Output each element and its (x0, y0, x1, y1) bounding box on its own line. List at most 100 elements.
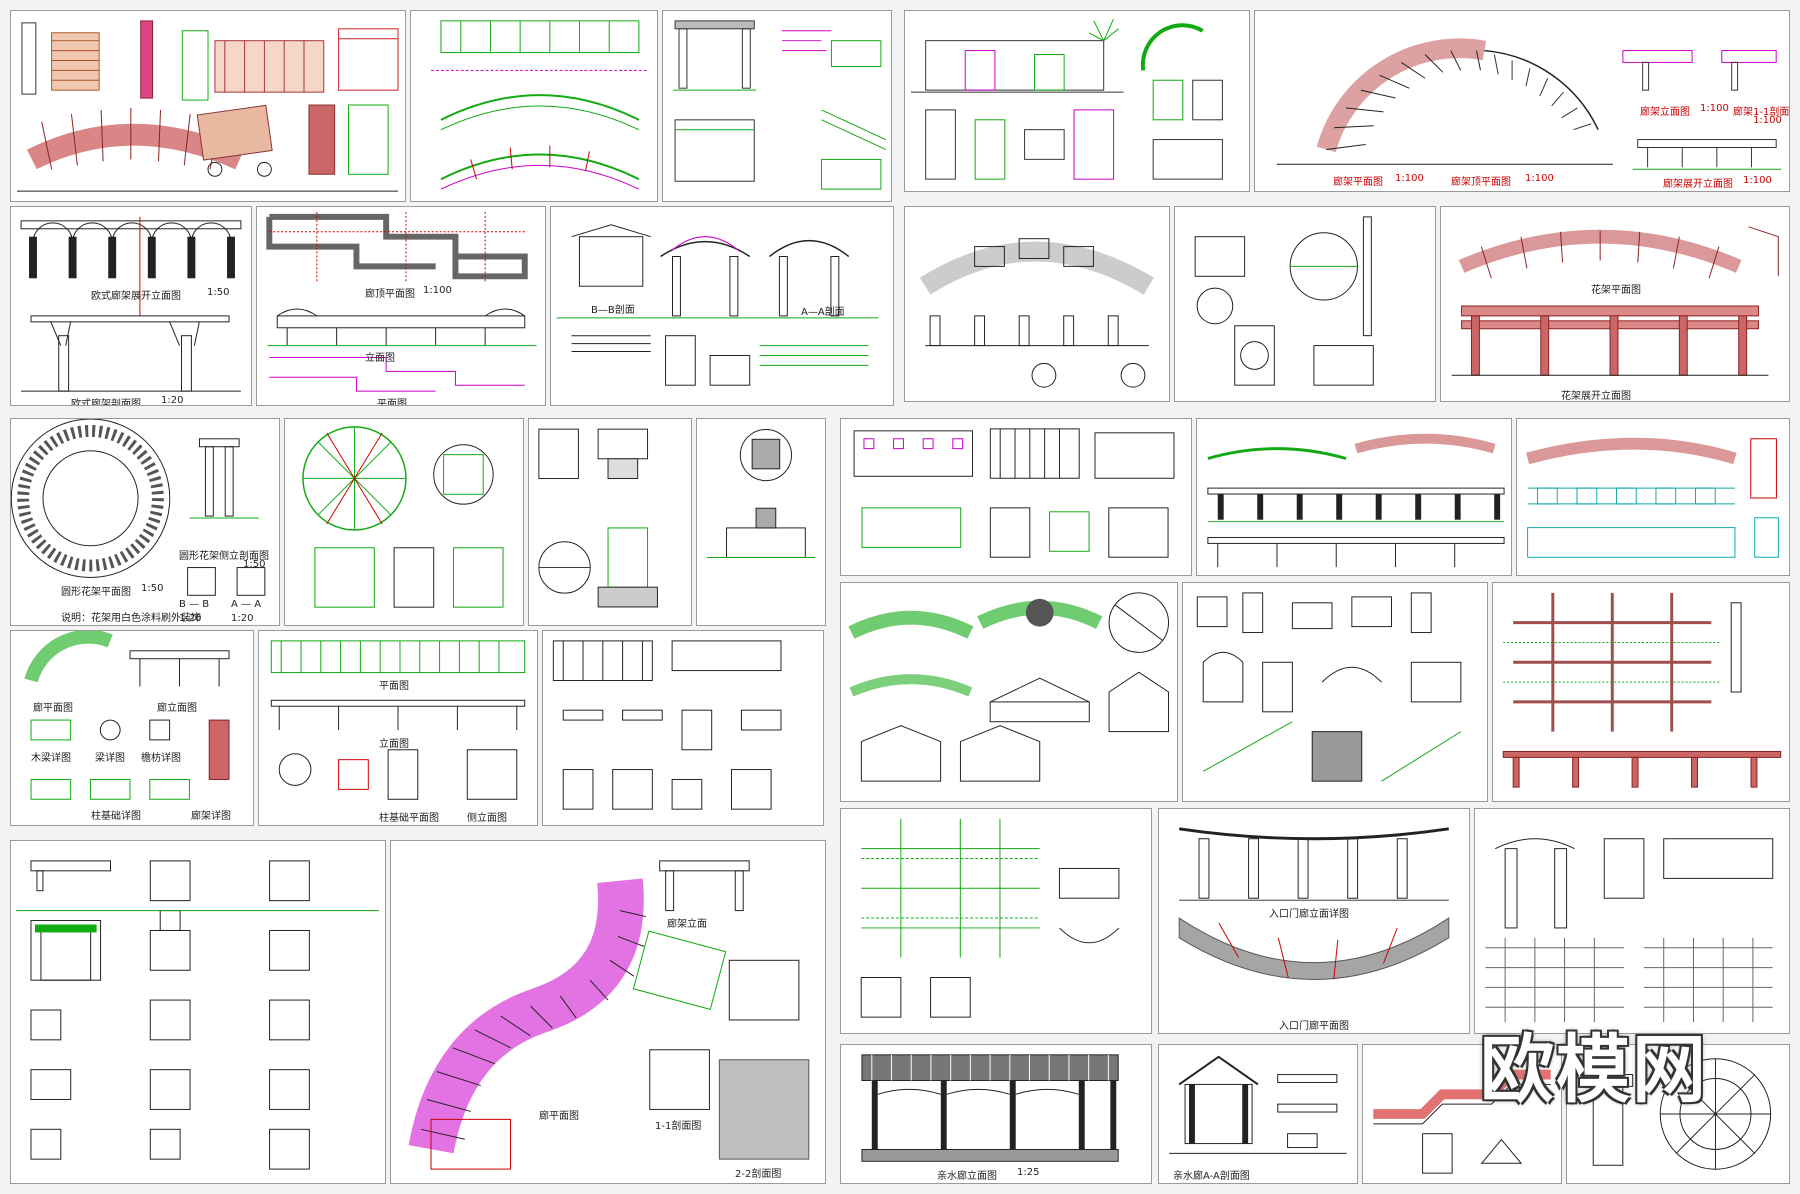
label-pergola-section-scale: 1:100 (1753, 115, 1782, 126)
drawing-sheet-3 (662, 10, 892, 202)
drawing-sheet-13 (284, 418, 524, 626)
drawing-sheet-17 (1196, 418, 1512, 576)
label-beam-detail: 梁详图 (95, 753, 125, 764)
label-section-b-scale: 1:20 (179, 613, 202, 624)
label-linear-pergola-plan: 平面图 (379, 681, 409, 692)
label-pergola-roof-plan-scale: 1:100 (1525, 173, 1554, 184)
label-corridor-roof-plan-scale: 1:100 (423, 285, 452, 296)
drawing-sheet-18 (1516, 418, 1790, 576)
label-pergola-plan: 廊架平面图 (1333, 177, 1383, 188)
pergola-section-drawing (17, 20, 399, 192)
label-section-b: B — B (179, 599, 210, 610)
watermark-logo: 欧模网 (1480, 1027, 1708, 1113)
drawing-sheet-5: 廊架平面图 1:100 廊架顶平面图 1:100 廊架立面图 1:100 廊架1… (1254, 10, 1790, 192)
label-s-curve-pergola-plan: 廊平面图 (539, 1111, 579, 1122)
drawing-sheet-27 (1474, 808, 1790, 1034)
label-corridor-plan: 平面图 (377, 399, 407, 406)
drawing-sheet-20 (1182, 582, 1488, 802)
zigzag-corridor-plan-drawing (1373, 1069, 1551, 1174)
drawing-sheet-28 (10, 840, 386, 1184)
s-curve-pergola-plan-drawing (408, 860, 810, 1170)
drawing-sheet-26: 入口门廊立面详图 入口门廊平面图 (1158, 808, 1470, 1034)
drawing-sheet-16 (840, 418, 1192, 576)
drawing-sheet-8: B—B剖面 A—A剖面 (550, 206, 894, 406)
foundation-detail-drawing (538, 428, 658, 608)
drawing-sheet-1 (10, 10, 406, 202)
label-waterside-corridor-elevation: 亲水廊立面图 (937, 1171, 997, 1182)
entrance-gate-elevation-drawing (910, 18, 1223, 180)
label-european-pergola-section-scale: 1:20 (161, 395, 184, 406)
drawing-sheet-6: 欧式廊架展开立面图 1:50 欧式廊架剖面图 1:20 (10, 206, 252, 406)
label-corridor-roof-plan: 廊顶平面图 (365, 289, 415, 300)
label-pergola-elevation-scale: 1:100 (1700, 103, 1729, 114)
label-column-foundation-plan: 柱基础平面图 (379, 813, 439, 824)
label-circular-pergola-section-scale: 1:50 (243, 559, 266, 570)
label-circular-pergola-plan-scale: 1:50 (141, 583, 164, 594)
label-flower-pergola-elevation: 花架展开立面图 (1561, 391, 1631, 402)
linear-pergola-plan-drawing (270, 640, 526, 800)
drawing-sheet-31: 亲水廊A-A剖面图 (1158, 1044, 1358, 1184)
label-timber-beam-detail: 木梁详图 (31, 753, 71, 764)
drawing-sheet-4 (904, 10, 1250, 192)
pergola-node-detail-drawing (1194, 216, 1374, 386)
label-pergola-plan-scale: 1:100 (1395, 173, 1424, 184)
label-pergola-unfolded-elevation: 廊架展开立面图 (1663, 179, 1733, 190)
label-section-a: A — A (231, 599, 262, 610)
label-pergola-roof-plan: 廊架顶平面图 (1451, 177, 1511, 188)
label-european-pergola-elevation-scale: 1:50 (207, 287, 230, 298)
label-pergola-section: 廊架1-1剖面图 (1733, 107, 1790, 118)
drawing-sheet-32 (1362, 1044, 1562, 1184)
ornate-pavilion-detail-drawing (1485, 838, 1774, 1023)
label-eave-beam-detail: 檐枋详图 (141, 753, 181, 764)
circular-pergola-plan-drawing (11, 419, 266, 596)
round-pavilion-plan-drawing (302, 426, 504, 608)
label-pergola-elevation: 廊架立面图 (1640, 107, 1690, 118)
pavilion-plan-and-section-drawing (848, 592, 1170, 782)
label-walkway-plan: 廊平面图 (33, 703, 73, 714)
european-pergola-elevation-drawing (20, 216, 242, 392)
label-walkway-elevation: 廊立面图 (157, 703, 197, 714)
waterside-corridor-section-drawing (1169, 1055, 1347, 1154)
label-circular-pergola-section: 圆形花架侧立剖面图 (179, 551, 269, 562)
arc-screen-wall-plan-drawing (919, 238, 1154, 388)
drawing-sheet-10 (1174, 206, 1436, 402)
drawing-sheet-12: 圆形花架平面图 1:50 圆形花架侧立剖面图 1:50 说明：花架用白色涂料刷外… (10, 418, 280, 626)
landscape-gate-series-drawing (16, 860, 379, 1170)
drawing-sheet-23: 平面图 立面图 柱基础平面图 侧立面图 (258, 630, 538, 826)
drawing-sheet-30: 亲水廊立面图 1:25 (840, 1044, 1152, 1184)
grid-pergola-detail-drawing (860, 818, 1120, 1018)
curved-colonnade-drawing (1207, 433, 1505, 568)
drawing-sheet-22: 廊平面图 廊立面图 木梁详图 梁详图 檐枋详图 柱基础详图 廊架详图 (10, 630, 254, 826)
drawing-sheet-24 (542, 630, 824, 826)
column-base-detail-drawing (706, 428, 816, 558)
drawing-sheet-25 (840, 808, 1152, 1034)
label-pergola-unfolded-elevation-scale: 1:100 (1743, 175, 1772, 186)
curved-walkway-detail-drawing (24, 631, 230, 800)
rest-corridor-drawing (1526, 437, 1779, 558)
drawing-sheet-11: 花架平面图 花架展开立面图 (1440, 206, 1790, 402)
label-s-curve-section-2: 2-2剖面图 (735, 1169, 782, 1180)
entrance-portico-drawing (1178, 827, 1450, 980)
drawing-sheet-9 (904, 206, 1170, 402)
drawing-sheet-19 (840, 582, 1178, 802)
drawing-sheet-29: 廊平面图 廊架立面 1-1剖面图 2-2剖面图 (390, 840, 826, 1184)
drawing-sheet-14 (528, 418, 692, 626)
circular-pavilion-plan-drawing (1582, 1058, 1772, 1170)
garden-gate-elevation-drawing (853, 428, 1175, 558)
pavilion-section-drawing (556, 224, 879, 386)
flower-pergola-plan-drawing (1451, 226, 1779, 376)
label-waterside-corridor-elevation-scale: 1:25 (1017, 1167, 1040, 1178)
pergola-joint-detail-drawing (552, 640, 782, 810)
label-entrance-portico-plan: 入口门廊平面图 (1279, 1021, 1349, 1032)
label-flower-pergola-plan: 花架平面图 (1591, 285, 1641, 296)
label-european-pergola-section: 欧式廊架剖面图 (71, 399, 141, 406)
label-corridor-elevation: 立面图 (365, 353, 395, 364)
waterside-corridor-elevation-drawing (861, 1054, 1119, 1162)
label-pavilion-section-b: B—B剖面 (591, 305, 635, 316)
label-pergola-detail: 廊架详图 (191, 811, 231, 822)
label-waterside-corridor-section: 亲水廊A-A剖面图 (1173, 1171, 1250, 1182)
label-side-elevation: 侧立面图 (467, 813, 507, 824)
label-pavilion-section-a: A—A剖面 (801, 307, 845, 318)
drawing-sheet-2 (410, 10, 658, 202)
drawing-sheet-33 (1566, 1044, 1790, 1184)
